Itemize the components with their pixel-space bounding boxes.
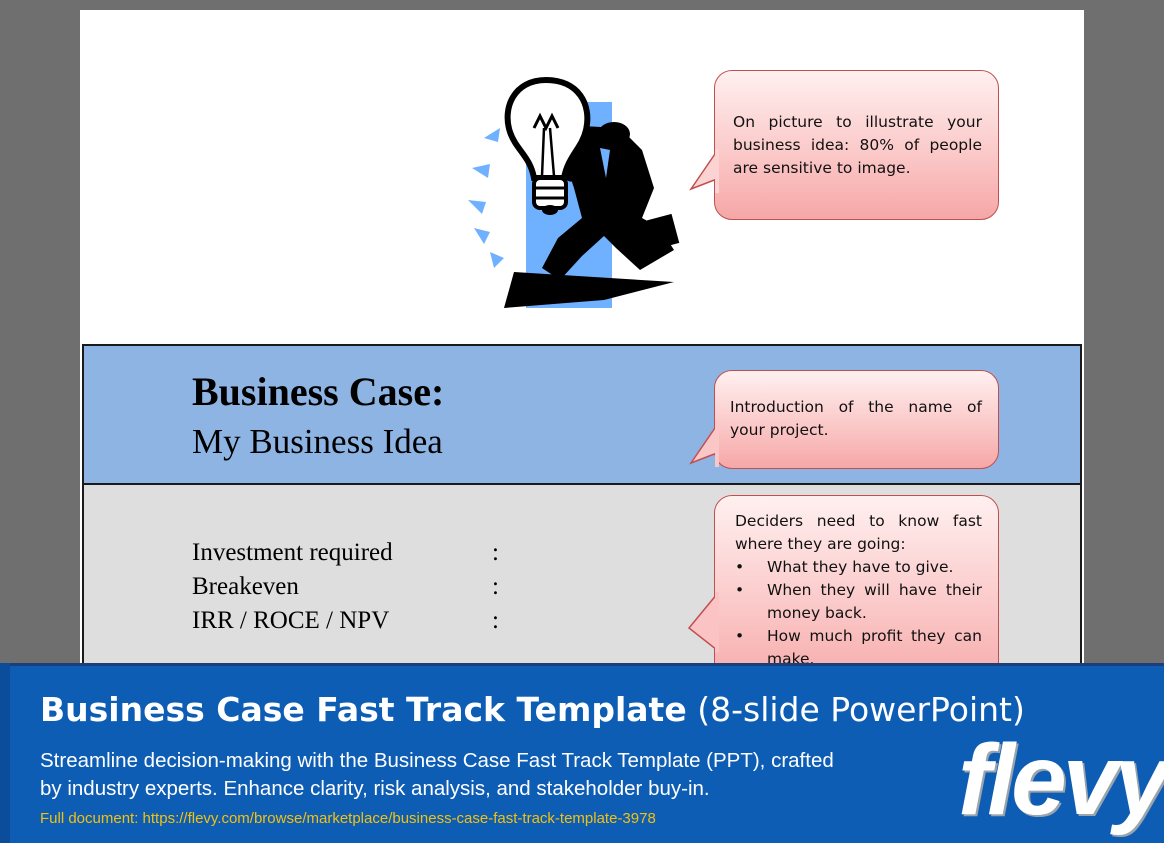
callout-name-tip: Introduction of the name of your project… bbox=[689, 370, 999, 469]
callout-deciders-intro: Deciders need to know fast where they ar… bbox=[735, 512, 982, 553]
metric-separator: : bbox=[492, 573, 499, 600]
list-item: When they will have their money back. bbox=[735, 579, 982, 625]
list-item: What they have to give. bbox=[735, 556, 982, 579]
banner-title-bold: Business Case Fast Track Template bbox=[40, 690, 687, 729]
metric-row: IRR / ROCE / NPV : bbox=[192, 604, 512, 638]
callout-deciders-list: What they have to give. When they will h… bbox=[735, 556, 982, 670]
callout-picture-tip: On picture to illustrate your business i… bbox=[689, 70, 999, 220]
metric-row: Breakeven : bbox=[192, 570, 512, 604]
businessman-lightbulb-icon bbox=[468, 76, 680, 308]
metric-label: IRR / ROCE / NPV bbox=[192, 607, 390, 634]
slide-subtitle: My Business Idea bbox=[192, 422, 443, 461]
banner-description: Streamline decision-making with the Busi… bbox=[40, 749, 834, 800]
full-document-link[interactable]: Full document: https://flevy.com/browse/… bbox=[40, 810, 656, 827]
banner-title-light: (8-slide PowerPoint) bbox=[697, 690, 1025, 729]
slide-preview: On picture to illustrate your business i… bbox=[80, 10, 1084, 670]
banner-accent-bar bbox=[0, 663, 10, 843]
metric-label: Breakeven bbox=[192, 573, 299, 600]
metrics-list: Investment required : Breakeven : IRR / … bbox=[192, 536, 512, 638]
metric-separator: : bbox=[492, 539, 499, 566]
slide-title: Business Case: bbox=[192, 369, 445, 414]
flevy-logo[interactable]: flevy bbox=[958, 724, 1164, 836]
banner-title: Business Case Fast Track Template (8-sli… bbox=[40, 690, 1025, 729]
promo-banner bbox=[0, 663, 1164, 843]
callout-picture-tip-text: On picture to illustrate your business i… bbox=[733, 113, 982, 177]
callout-name-tip-text: Introduction of the name of your project… bbox=[730, 398, 982, 439]
metric-label: Investment required bbox=[192, 539, 393, 566]
metric-row: Investment required : bbox=[192, 536, 512, 570]
callout-deciders-tip: Deciders need to know fast where they ar… bbox=[687, 495, 999, 670]
metric-separator: : bbox=[492, 607, 499, 634]
